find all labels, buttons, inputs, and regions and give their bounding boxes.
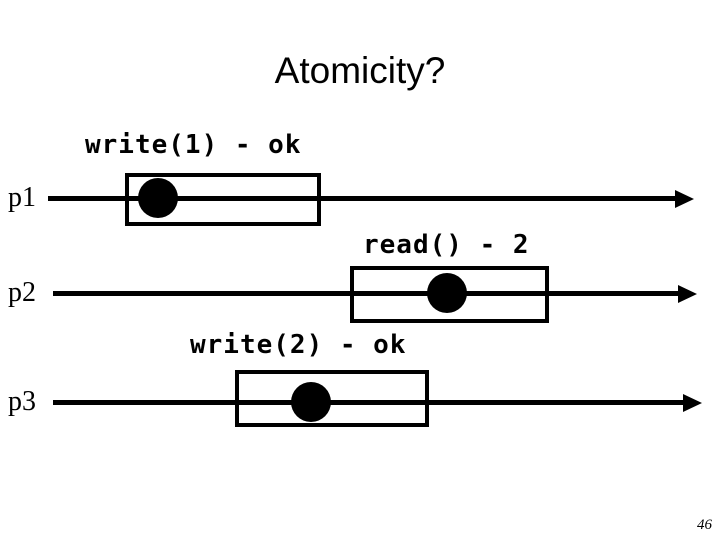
process-label-p1: p1 bbox=[8, 182, 36, 213]
operation-label-write1: write(1) - ok bbox=[85, 130, 302, 160]
operation-label-write2: write(2) - ok bbox=[190, 330, 407, 360]
operation-dot-write1 bbox=[138, 178, 178, 218]
operation-box-read bbox=[350, 266, 549, 323]
timeline-line-p2 bbox=[53, 291, 682, 296]
timeline-line-p3 bbox=[53, 400, 687, 405]
timeline-arrowhead-p1 bbox=[675, 190, 694, 208]
slide-title: Atomicity? bbox=[274, 50, 446, 91]
timeline-arrowhead-p2 bbox=[678, 285, 697, 303]
timeline-line-p1 bbox=[48, 196, 679, 201]
operation-label-read: read() - 2 bbox=[363, 230, 530, 260]
operation-dot-read bbox=[427, 273, 467, 313]
operation-dot-write2 bbox=[291, 382, 331, 422]
operation-box-write2 bbox=[235, 370, 429, 427]
timeline-arrowhead-p3 bbox=[683, 394, 702, 412]
process-label-p2: p2 bbox=[8, 277, 36, 308]
process-label-p3: p3 bbox=[8, 386, 36, 417]
operation-box-write1 bbox=[125, 173, 321, 226]
page-number: 46 bbox=[697, 517, 712, 533]
